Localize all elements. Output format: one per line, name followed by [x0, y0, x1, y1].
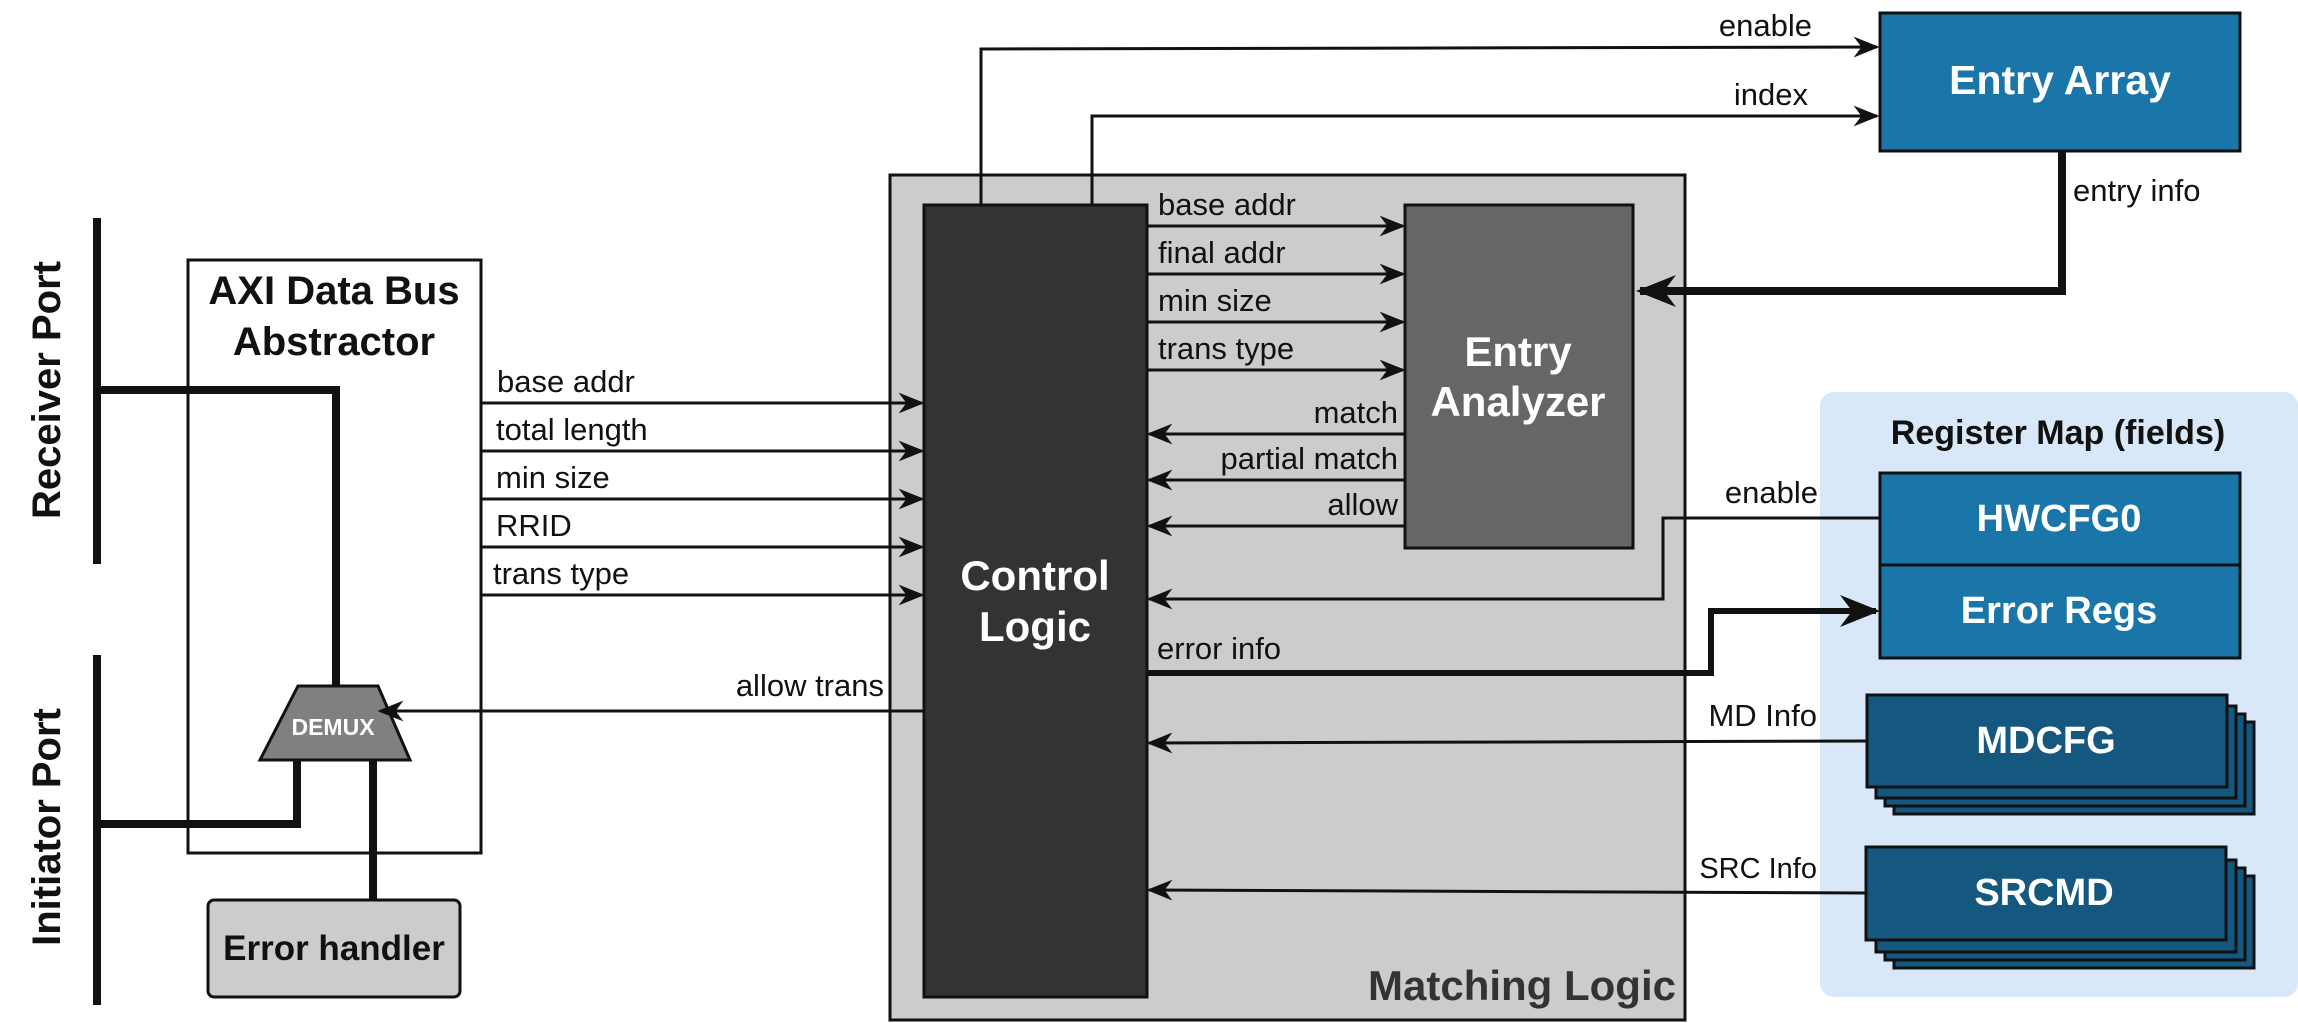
allow-trans-label: allow trans — [736, 668, 884, 703]
srcmd-stack: SRCMD — [1864, 845, 2256, 970]
md-info-label: MD Info — [1708, 698, 1817, 733]
hwcfg-enable-label: enable — [1725, 475, 1818, 510]
signal-label: trans type — [493, 556, 629, 591]
src-info-label: SRC Info — [1699, 853, 1817, 885]
abstractor-title-line2: Abstractor — [233, 320, 435, 364]
matching-logic-title: Matching Logic — [1368, 962, 1676, 1009]
demux-label: DEMUX — [291, 714, 375, 740]
mdcfg-label: MDCFG — [1976, 720, 2115, 762]
signal-label: match — [1314, 395, 1398, 430]
to-analyzer-signals: base addr final addr min size trans type — [1147, 187, 1406, 381]
entry-analyzer-block — [1403, 203, 1635, 550]
entry-analyzer-label-line2: Analyzer — [1430, 378, 1605, 425]
abstractor-signals: base addr total length min size RRID tra… — [481, 364, 925, 606]
srcmd-label: SRCMD — [1974, 872, 2113, 914]
src-info-arrow — [1146, 879, 1867, 901]
signal-label: trans type — [1158, 331, 1294, 366]
index-label: index — [1734, 77, 1809, 112]
entry-analyzer-label-line1: Entry — [1464, 328, 1572, 375]
error-info-label: error info — [1157, 631, 1281, 666]
initiator-port-label: Initiator Port — [25, 708, 69, 946]
signal-label: min size — [1158, 283, 1272, 318]
control-logic-label-line1: Control — [960, 552, 1109, 599]
entry-info-label: entry info — [2073, 173, 2201, 208]
entry-info-wire — [1636, 151, 2066, 307]
signal-label: final addr — [1158, 235, 1286, 270]
entry-array-block — [1878, 11, 2242, 153]
error-handler-box — [206, 898, 462, 999]
hwcfg0-label: HWCFG0 — [1977, 498, 2142, 540]
index-wire — [1090, 105, 1880, 205]
entry-array-label: Entry Array — [1949, 57, 2171, 103]
signal-label: allow — [1327, 487, 1398, 522]
signal-label: min size — [496, 460, 610, 495]
abstractor-title-line1: AXI Data Bus — [208, 269, 459, 313]
signal-label: partial match — [1221, 441, 1398, 476]
enable-label: enable — [1719, 8, 1812, 43]
control-logic-block — [922, 203, 1149, 999]
signal-label: base addr — [497, 364, 635, 399]
signal-label: total length — [496, 412, 648, 447]
demux-block — [257, 684, 413, 762]
error-info-wire — [1147, 595, 1880, 676]
hwcfg0-block — [1878, 471, 2242, 567]
enable-wire — [979, 36, 1880, 205]
register-map-title: Register Map (fields) — [1891, 414, 2225, 452]
mdcfg-block — [1865, 693, 2229, 789]
srcmd-block — [1864, 845, 2228, 942]
receiver-port-label: Receiver Port — [25, 261, 69, 519]
receiver-to-demux-wire — [97, 386, 340, 686]
mdcfg-stack: MDCFG — [1865, 693, 2256, 816]
initiator-to-demux-wire — [97, 760, 301, 828]
error-regs-label: Error Regs — [1961, 590, 2157, 632]
md-info-arrow — [1146, 732, 1868, 754]
signal-label: RRID — [496, 508, 572, 543]
error-regs-block — [1878, 563, 2242, 660]
hwcfg-enable-wire — [1146, 516, 1880, 610]
signal-label: base addr — [1158, 187, 1296, 222]
error-handler-label: Error handler — [223, 929, 445, 968]
control-logic-label-line2: Logic — [979, 603, 1091, 650]
from-analyzer-signals: match partial match allow — [1146, 395, 1405, 537]
